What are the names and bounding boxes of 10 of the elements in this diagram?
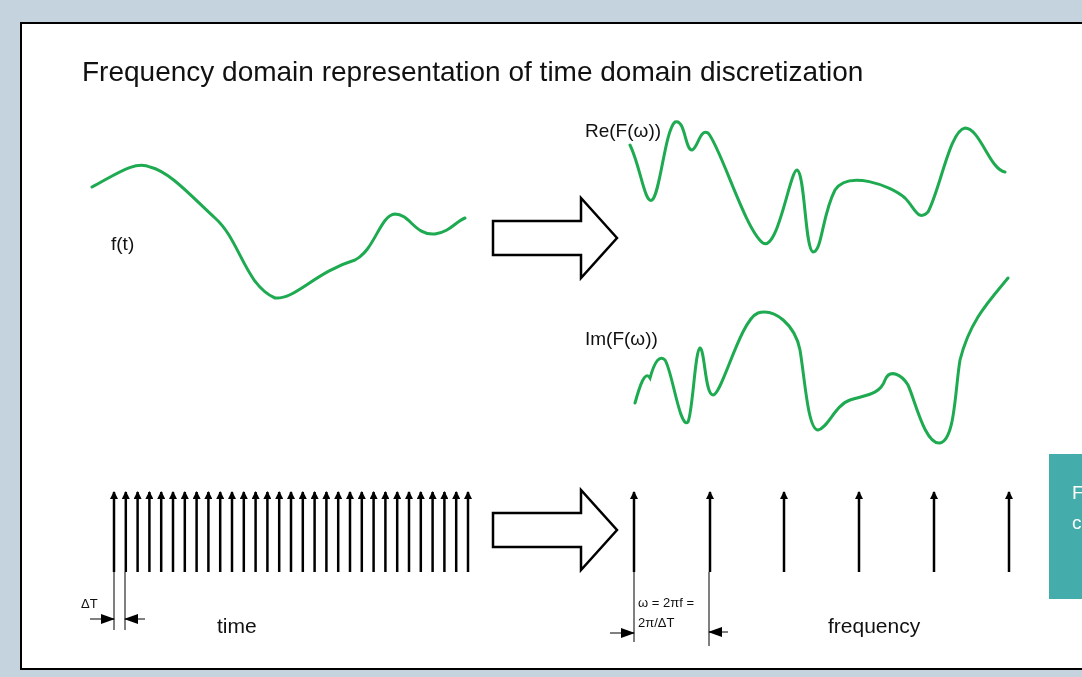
panel-text: F <box>1072 482 1082 504</box>
dimension-label: ΔT <box>81 596 98 611</box>
curve-label: Im(F(ω)) <box>585 328 658 350</box>
dimension-label: ω = 2πf = 2π/ΔT <box>638 594 695 632</box>
curve-label: f(t) <box>111 233 135 255</box>
axis-label: frequency <box>828 614 921 638</box>
axis-label: time <box>217 614 257 638</box>
slide-title: Frequency domain representation of time domain discretization <box>82 56 864 88</box>
panel-text: c <box>1072 512 1082 534</box>
curve-label: Re(F(ω)) <box>585 120 662 142</box>
